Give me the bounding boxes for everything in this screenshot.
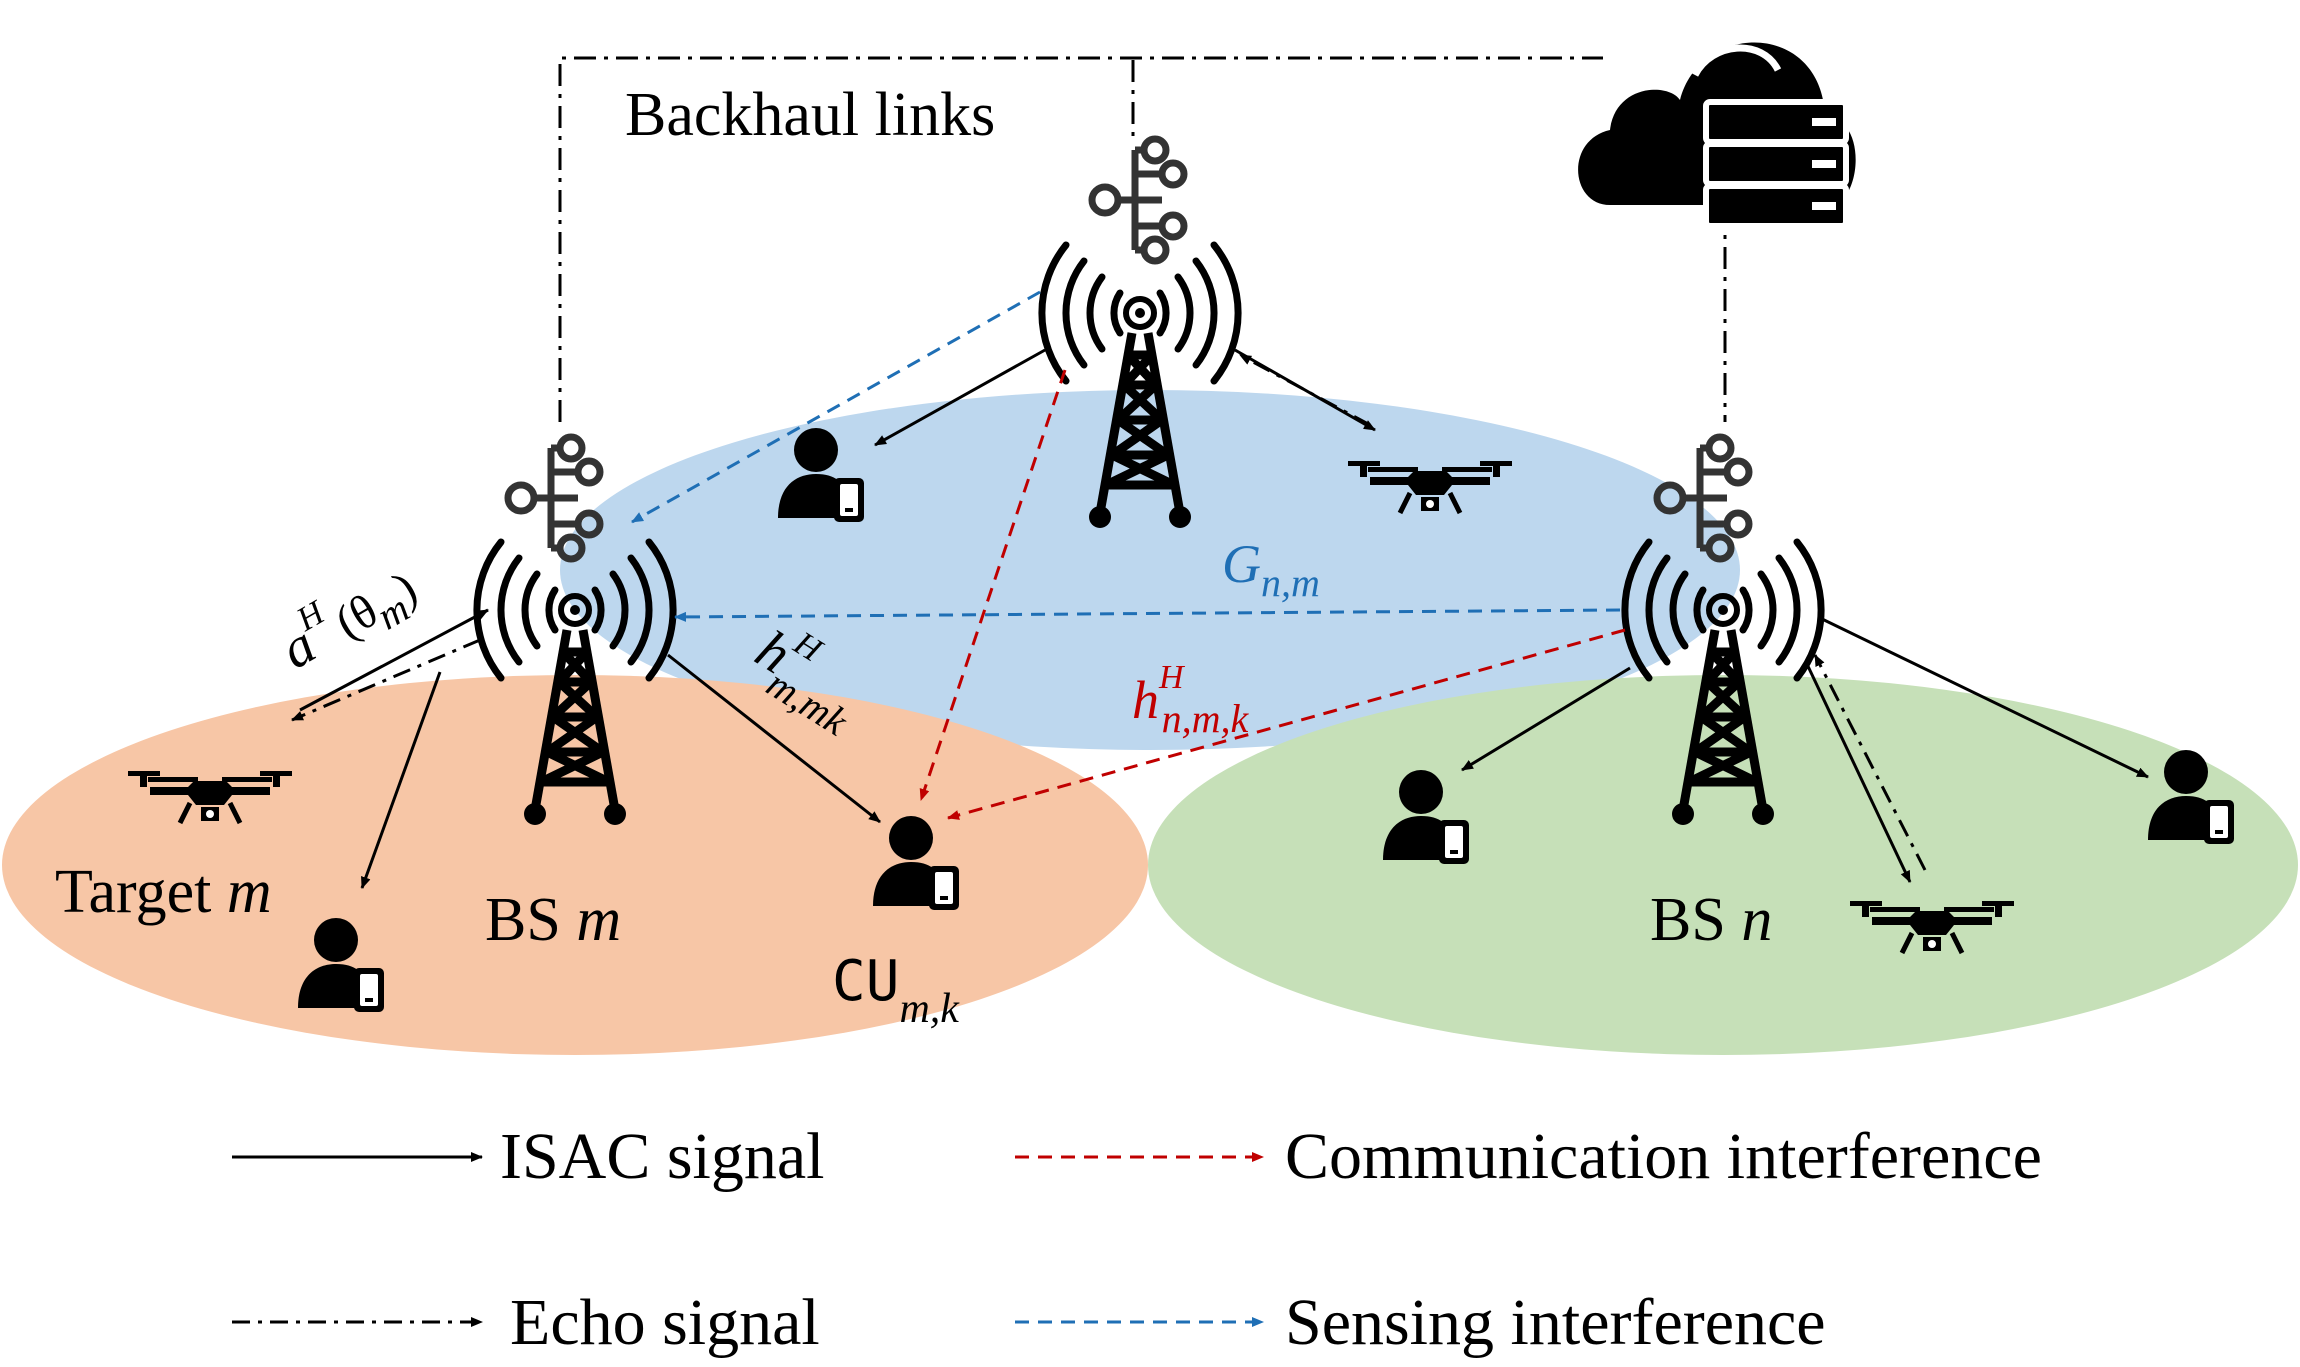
bs-n-label: BS n (1650, 886, 1772, 954)
cell-m-coverage (2, 675, 1148, 1055)
backhaul-label: Backhaul links (625, 81, 995, 149)
communication-interference-arrows (919, 369, 1626, 820)
legend-isac-label: ISAC signal (500, 1120, 825, 1193)
legend: ISAC signal Communication interference E… (232, 1120, 2042, 1359)
network-node-icon (1092, 139, 1184, 261)
cell-n-coverage (1148, 675, 2298, 1055)
bs-m-label: BS m (485, 886, 621, 954)
svg-text:aH(θm): aH(θm) (267, 548, 431, 688)
echo-signal-arrows (291, 353, 1927, 871)
channel-g-nm-label: Gn,m (1222, 534, 1320, 605)
legend-echo-label: Echo signal (510, 1286, 820, 1359)
backhaul-links (558, 56, 1727, 422)
steering-vector-label: aH(θm) (267, 548, 431, 688)
sensing-interference-arrows (631, 290, 1621, 622)
legend-comm-label: Communication interference (1285, 1120, 2042, 1193)
legend-sens-label: Sensing interference (1285, 1286, 1826, 1359)
target-label: Target m (55, 858, 272, 926)
cu-label: CUm,k (832, 949, 960, 1032)
cloud-server-icon (1578, 42, 1856, 229)
